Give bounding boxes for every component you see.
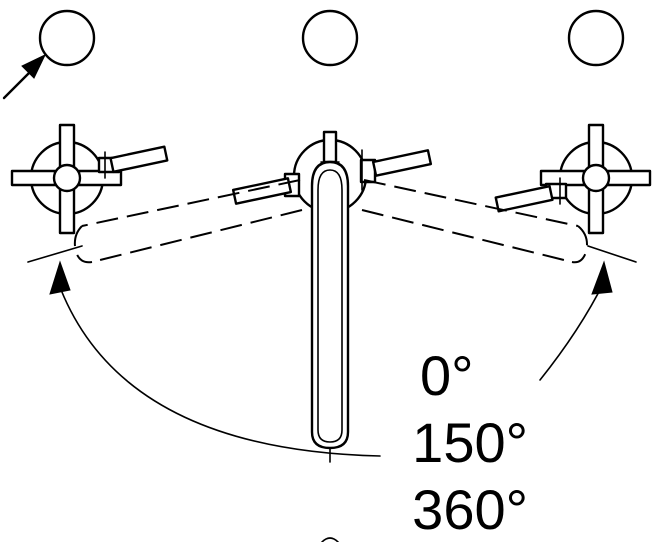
left-cross-handle [10,123,169,235]
center-spout [231,130,433,463]
rotation-envelope-left [73,179,303,264]
base-line-right [587,245,637,263]
callout-circle-left [38,9,96,67]
rotation-envelope-right [361,179,588,264]
right-cross-handle [494,123,652,235]
swing-arc-left [49,260,381,457]
callout-circle-right [567,9,625,67]
angle-label-150: 150° [412,411,528,474]
base-line-left [27,245,83,263]
angle-label-360: 360° [412,478,528,541]
angle-label-0: 0° [420,344,474,407]
bottom-mark [321,537,339,542]
leader-arrow [2,53,47,100]
callout-circle-center [301,9,359,67]
swing-arc-right [539,260,613,381]
